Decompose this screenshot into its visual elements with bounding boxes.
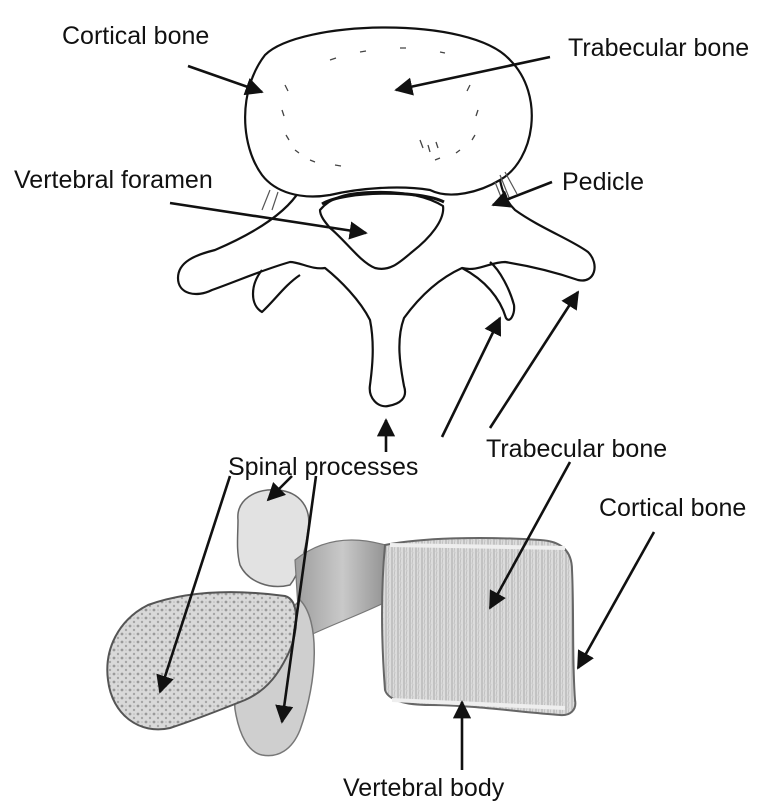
vertebral-body-top: [245, 28, 532, 197]
label-cortical-bone-top: Cortical bone: [62, 24, 209, 49]
arrow-spinal-right1: [442, 318, 500, 437]
label-trabecular-bone-top: Trabecular bone: [568, 36, 749, 61]
label-trabecular-bone-bottom: Trabecular bone: [486, 437, 667, 462]
right-lamina: [462, 262, 514, 320]
arrow-cortical-bottom: [578, 532, 654, 668]
bottom-vertebra-drawing: [107, 490, 575, 756]
label-cortical-bone-bottom: Cortical bone: [599, 496, 746, 521]
label-spinal-processes: Spinal processes: [228, 455, 418, 480]
label-vertebral-foramen: Vertebral foramen: [14, 168, 213, 193]
label-vertebral-body: Vertebral body: [343, 776, 504, 801]
left-lamina: [253, 270, 300, 312]
label-pedicle: Pedicle: [562, 170, 644, 195]
body-section: [382, 538, 575, 715]
